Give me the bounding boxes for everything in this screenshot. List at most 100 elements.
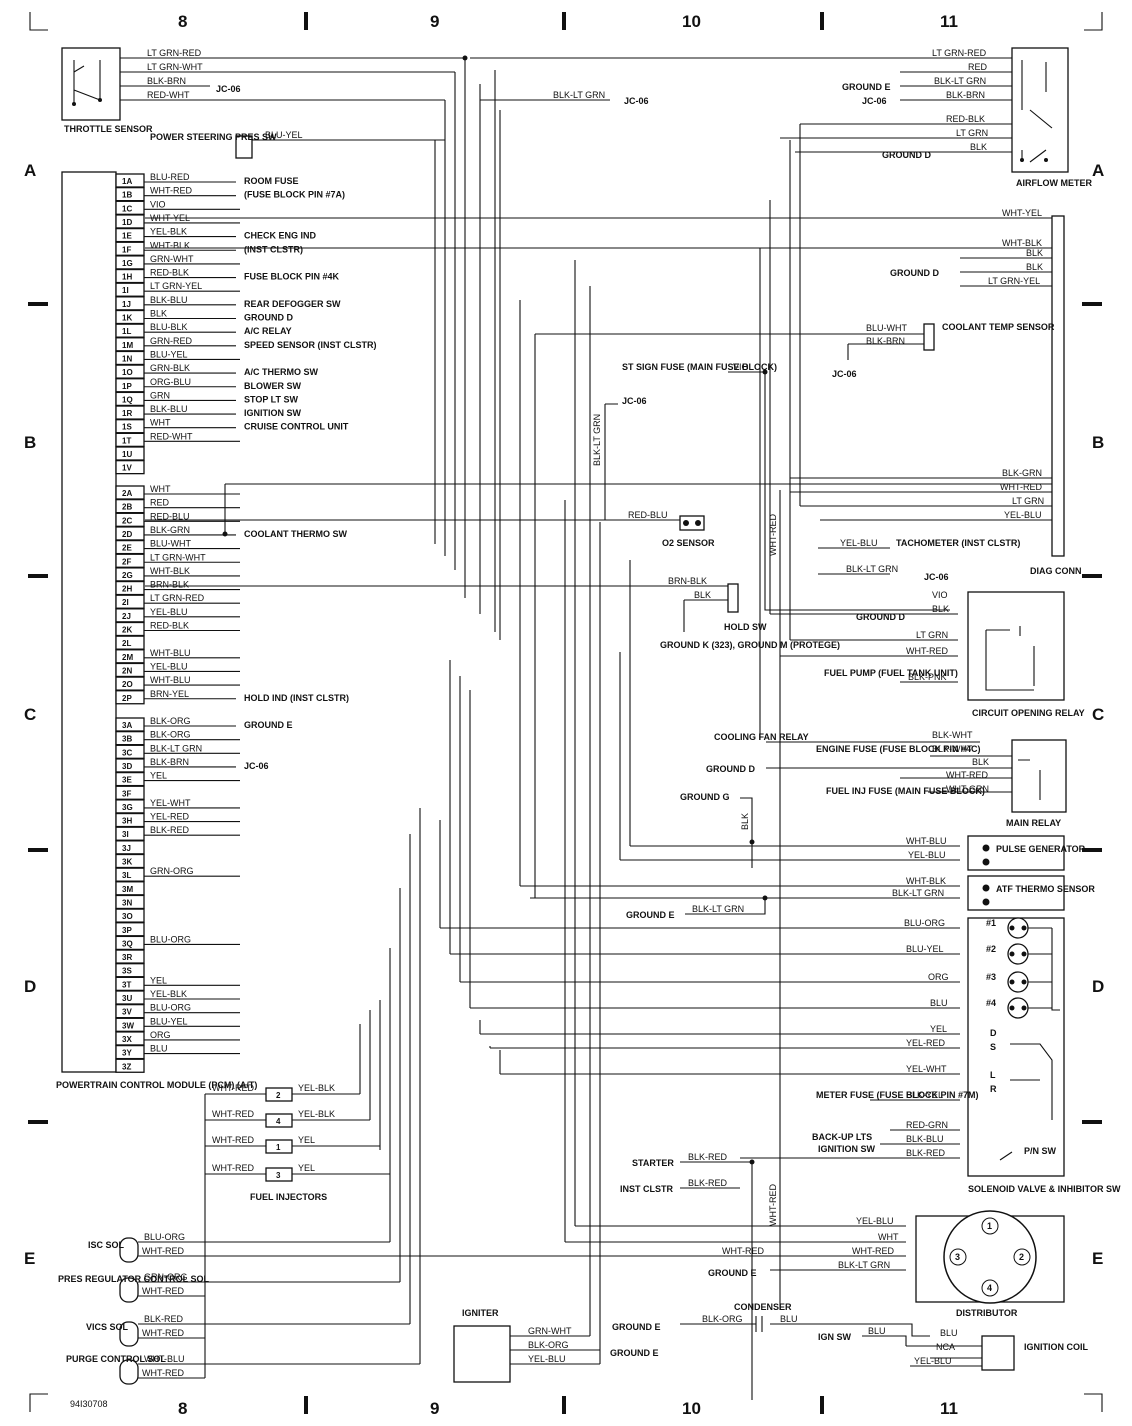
pcm-pin-box — [115, 744, 145, 759]
pcm-pin-id: 3R — [122, 953, 132, 962]
pcm-pin-id: 3S — [122, 967, 132, 976]
pcm-pin-id: 1S — [122, 423, 132, 432]
row-label: D — [1092, 977, 1104, 996]
pcm-pin-box — [115, 1058, 145, 1073]
wire-label: BRN-BLK — [150, 580, 189, 590]
component-label: IGNITER — [462, 1308, 499, 1318]
pcm-pin-id: 2D — [122, 530, 132, 539]
pcm-pin-box — [115, 976, 145, 991]
wire-label: WHT-BLK — [906, 876, 946, 886]
injector-number: 2 — [276, 1091, 281, 1100]
wire-label: YEL — [150, 975, 167, 985]
wire-label: BLK-GRN — [150, 525, 190, 535]
wire-label: WHT-BLU — [144, 1354, 185, 1364]
col-label: 8 — [178, 12, 187, 31]
ground-ref: GROUND E — [842, 82, 891, 92]
row-label: C — [1092, 705, 1104, 724]
diag-connector: WHT-YEL WHT-BLK BLK BLK LT GRN-YEL BLK-G… — [145, 208, 1082, 576]
wire-label: RED-BLK — [946, 114, 985, 124]
component-label: IGNITION COIL — [1024, 1342, 1089, 1352]
main-relay: BLK-WHT BLK-WHT BLK WHT-RED WHT-GRN COOL… — [706, 730, 1067, 828]
pcm-pin-box — [115, 990, 145, 1005]
pcm-pin-id: 1T — [122, 436, 131, 445]
coil-terminal — [1021, 979, 1027, 985]
solenoid-number: #4 — [986, 998, 996, 1008]
wire-label: BLK-RED — [906, 1148, 946, 1158]
wire-label: ORG — [150, 1030, 171, 1040]
pcm-pin-id: 3B — [122, 735, 132, 744]
pcm-pin-id: 3A — [122, 721, 132, 730]
pcm-pin-box — [115, 608, 145, 623]
inhibitor-pos: R — [990, 1084, 997, 1094]
pcm-pin-id: 3I — [122, 830, 129, 839]
wire-label: BLU — [780, 1314, 798, 1324]
pcm-pin-id: 1I — [122, 286, 129, 295]
component-label: FUEL INJECTORS — [250, 1192, 327, 1202]
wire-label: WHT-BLK — [1002, 238, 1042, 248]
wire-label: YEL-BLU — [150, 607, 188, 617]
wire-label: BLK-ORG — [528, 1340, 569, 1350]
ground-ref: GROUND D — [706, 764, 755, 774]
pcm-destination: COOLANT THERMO SW — [244, 529, 347, 539]
wire-label: YEL-RED — [906, 1038, 946, 1048]
pcm-pin-box — [115, 840, 145, 855]
pcm-pin-box — [115, 268, 145, 284]
component-label: P/N SW — [1024, 1146, 1057, 1156]
component-label: SOLENOID VALVE & INHIBITOR SW — [968, 1184, 1121, 1194]
ignition-coil: BLU NCA YEL-BLU IGNITION COIL — [906, 1328, 1089, 1371]
wire-label: YEL-BLK — [298, 1083, 335, 1093]
pcm-pin-id: 3Z — [122, 1062, 131, 1071]
pcm-pin-id: 1F — [122, 245, 131, 254]
component-label: ATF THERMO SENSOR — [996, 884, 1095, 894]
wire-label: YEL-WHT — [906, 1064, 947, 1074]
pcm-pin-id: 1U — [122, 450, 132, 459]
pcm-pin-id: 3H — [122, 817, 132, 826]
wire-label: YEL-WHT — [150, 798, 191, 808]
row-label: B — [1092, 433, 1104, 452]
pcm-pin-box — [115, 282, 145, 297]
wire-label: YEL — [930, 1024, 947, 1034]
pcm-pin-box — [115, 771, 145, 787]
pres-regulator-solenoid: GRN-ORG WHT-RED PRES REGULATOR CONTROL S… — [58, 1272, 400, 1303]
col-label: 9 — [430, 12, 439, 31]
wire-label: BLK — [972, 757, 989, 767]
wire-label: WHT-RED — [768, 514, 778, 556]
ground-ref: GROUND E — [612, 1322, 661, 1332]
ground-ref: GROUND E — [626, 910, 675, 920]
fuse-label: ENGINE FUSE (FUSE BLOCK PIN #4C) — [816, 744, 981, 754]
col-label: 10 — [682, 12, 701, 31]
wire-label: NCA — [936, 1342, 955, 1352]
pcm-pin-id: 2O — [122, 680, 133, 689]
pcm-destination: BLOWER SW — [244, 381, 301, 391]
pcm-pin-id: 1K — [122, 314, 132, 323]
wire-label: VIO — [932, 590, 948, 600]
wire-label: BLK-BRN — [946, 90, 985, 100]
wire-label: BLU-YEL — [906, 944, 944, 954]
pcm-pin-id: 1B — [122, 191, 132, 200]
pcm-pin-id: 2A — [122, 489, 132, 498]
wire-label: LT GRN-WHT — [150, 552, 206, 562]
wire-label: GRN-RED — [150, 336, 192, 346]
dist-terminal: 2 — [1019, 1252, 1024, 1262]
component-label: POWER STEERING PRES SW — [150, 132, 277, 142]
pcm-pin-box — [115, 580, 145, 596]
pcm-pin-id: 1A — [122, 177, 132, 186]
solenoid-number: #2 — [986, 944, 996, 954]
pcm-pin-box — [115, 1004, 145, 1019]
wire-label: WHT-RED — [768, 1184, 778, 1226]
pcm-destination: ROOM FUSE — [244, 176, 299, 186]
row-label: E — [1092, 1249, 1103, 1268]
component-label: DISTRIBUTOR — [956, 1308, 1018, 1318]
col-label: 9 — [430, 1399, 439, 1418]
igniter: GRN-WHT BLK-ORG YEL-BLU GROUND E IGNITER — [453, 1308, 659, 1383]
pcm-destination: STOP LT SW — [244, 394, 299, 404]
pcm-pin-box — [115, 812, 145, 828]
pcm-destination: REAR DEFOGGER SW — [244, 299, 341, 309]
component-label: ISC SOL — [88, 1240, 125, 1250]
fuse-label: ST SIGN FUSE (MAIN FUSE BLOCK) — [622, 362, 777, 372]
pcm-pin-id: 1H — [122, 273, 132, 282]
pcm-pin-box — [115, 785, 145, 800]
wire-label: WHT-RED — [1000, 482, 1042, 492]
wire-label: BLU — [940, 1328, 958, 1338]
wire-label: YEL-RED — [150, 812, 190, 822]
